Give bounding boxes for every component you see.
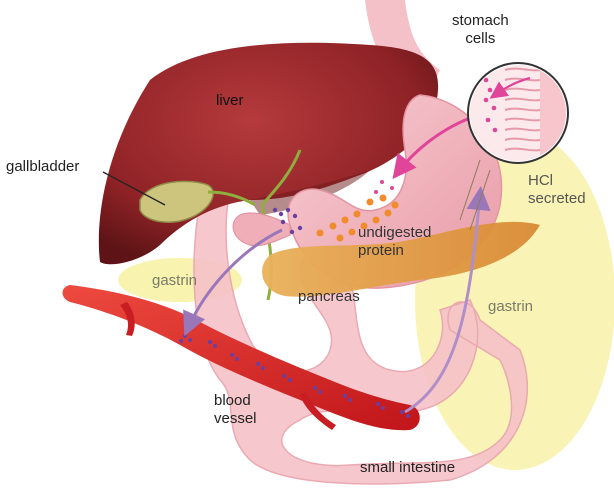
gastrin-label-right: gastrin <box>488 298 533 316</box>
stomach-cells-label: stomach cells <box>452 12 509 48</box>
undigested-label-line-1: undigested <box>358 224 431 242</box>
undigested-protein-label: undigested protein <box>358 224 431 260</box>
stomach-cells-label-line-1: stomach <box>452 12 509 30</box>
liver-label: liver <box>216 92 244 110</box>
gastrin-label-left: gastrin <box>152 272 197 290</box>
gallbladder-label: gallbladder <box>6 158 79 176</box>
hcl-label-line-2: secreted <box>528 190 586 208</box>
hcl-particles <box>374 180 394 194</box>
blood-vessel-label-line-2: vessel <box>214 410 257 428</box>
stomach-cells-label-line-2: cells <box>452 30 509 48</box>
hcl-label-line-1: HCl <box>528 172 586 190</box>
blood-vessel-label: blood vessel <box>214 392 257 428</box>
small-intestine-label: small intestine <box>360 459 455 477</box>
undigested-label-line-2: protein <box>358 242 431 260</box>
blood-vessel-label-line-1: blood <box>214 392 257 410</box>
pancreas-label: pancreas <box>298 288 360 306</box>
hcl-secreted-label: HCl secreted <box>528 172 586 208</box>
